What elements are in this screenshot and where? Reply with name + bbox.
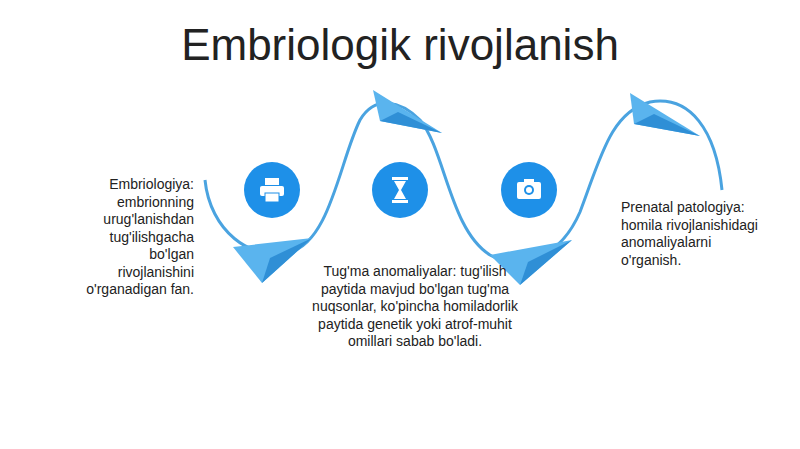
icon-circle <box>501 162 557 218</box>
icon-part <box>394 181 406 199</box>
plane-wing <box>373 90 442 133</box>
description-text: Tug'ma anomaliyalar: tug'ilish paytida m… <box>306 263 524 351</box>
plane-fold <box>520 240 572 285</box>
description-text: Prenatal patologiya: homila rivojlanishi… <box>621 199 771 269</box>
icon-part <box>526 187 532 193</box>
plane-wing <box>630 93 700 136</box>
plane-fold <box>380 112 442 133</box>
paper-plane <box>233 238 312 283</box>
icon-part <box>524 185 534 195</box>
icon-part <box>392 177 408 180</box>
camera-icon <box>501 162 557 218</box>
icon-part <box>265 178 279 185</box>
plane-wing <box>233 238 312 283</box>
icon-part <box>524 179 534 183</box>
icon-circle <box>244 162 300 218</box>
description-text: Embriologiya: embrionning urug'lanishdan… <box>82 176 194 299</box>
icon-circle <box>372 162 428 218</box>
icon-part <box>392 200 408 203</box>
paper-plane <box>373 90 442 133</box>
icon-part <box>517 182 541 199</box>
plane-fold <box>262 238 312 283</box>
icon-part <box>265 193 279 202</box>
diagram-title: Embriologik rivojlanish <box>0 18 800 72</box>
paper-plane <box>630 93 700 136</box>
hourglass-icon <box>372 162 428 218</box>
printer-icon <box>244 162 300 218</box>
plane-fold <box>634 114 700 136</box>
